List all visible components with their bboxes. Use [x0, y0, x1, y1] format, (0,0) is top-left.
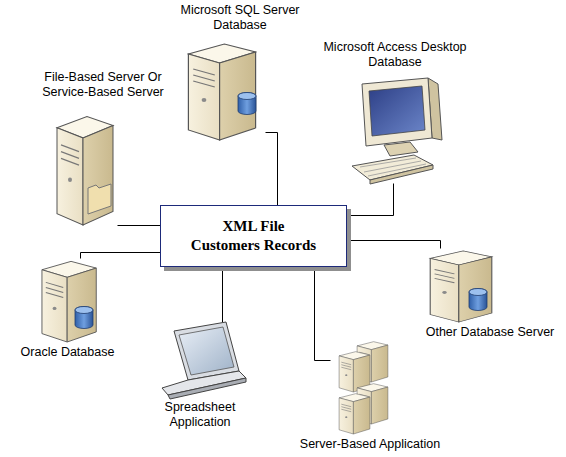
sql-cylinder: [238, 93, 256, 115]
connector-line: [348, 241, 441, 249]
desktop-computer: [352, 78, 442, 184]
folder-symbol: [88, 184, 111, 214]
device-node: Oracle Database: [40, 258, 98, 342]
device-node: File-Based Server Or Service-Based Serve…: [55, 112, 117, 225]
connector-line: [222, 268, 223, 323]
device-label: Microsoft SQL Server Database: [165, 3, 315, 33]
connector-line: [315, 268, 331, 361]
device-label: File-Based Server Or Service-Based Serve…: [28, 70, 178, 100]
device-node: Microsoft SQL Server Database: [185, 40, 265, 140]
file-server-tower: [57, 117, 113, 225]
connector-line: [266, 133, 278, 206]
device-label: Other Database Server: [415, 325, 565, 340]
laptop-computer: [162, 322, 246, 399]
sql-server-tower: [188, 44, 255, 140]
rack-server: [339, 394, 370, 434]
record-title: XML File Customers Records: [187, 217, 321, 255]
other-server-tower: [430, 251, 492, 322]
oracle-cylinder: [75, 307, 93, 329]
device-node: Spreadsheet Application: [160, 322, 242, 396]
device-node: Microsoft Access Desktop Database: [352, 80, 440, 183]
device-label: Microsoft Access Desktop Database: [320, 40, 470, 70]
device-node: Other Database Server: [428, 248, 496, 322]
device-node: Server-Based Application: [330, 342, 388, 426]
connector-line: [348, 184, 394, 216]
oracle-server-tower: [42, 261, 96, 342]
device-label: Server-Based Application: [295, 437, 445, 452]
device-label: Oracle Database: [10, 345, 125, 360]
device-label: Spreadsheet Application: [155, 400, 245, 430]
connector-line: [81, 253, 161, 259]
record-box: XML File Customers Records: [160, 205, 347, 267]
other-cylinder: [469, 289, 487, 311]
connector-line: [118, 225, 161, 226]
